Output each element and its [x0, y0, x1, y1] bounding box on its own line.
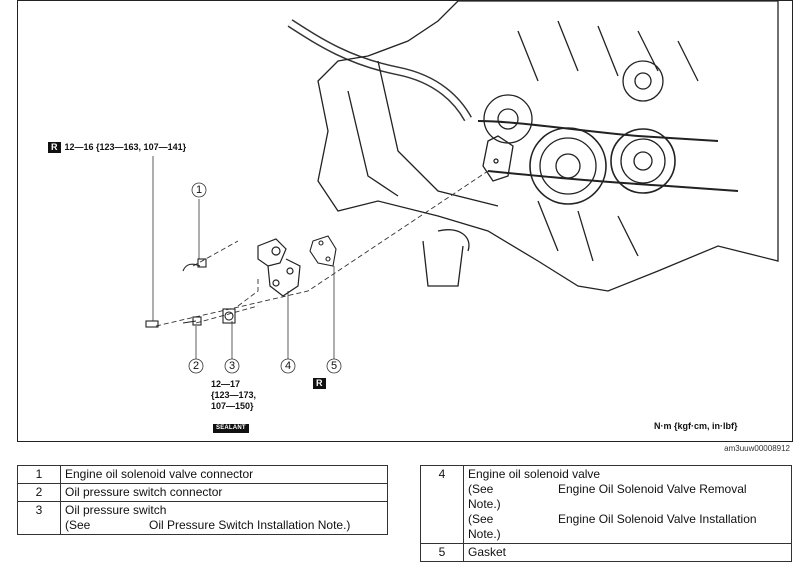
see-end: Note.) — [468, 497, 501, 511]
see-end: Note.) — [468, 527, 501, 541]
switch-torque-label: 12—17 {123—173, 107—150} — [211, 379, 256, 412]
table-row: 5 Gasket — [420, 543, 792, 562]
engine-illustration — [145, 1, 779, 374]
see-link[interactable]: Engine Oil Solenoid Valve Removal — [558, 482, 747, 496]
part-number: 3 — [17, 501, 61, 535]
part-name: Engine oil solenoid valve — [468, 467, 601, 481]
gasket-replace-badge: R — [313, 378, 326, 389]
callout-5: 5 — [330, 360, 338, 372]
part-number: 2 — [17, 483, 61, 502]
part-cell: Engine oil solenoid valve (See Engine Oi… — [463, 465, 792, 544]
part-name: Gasket — [463, 543, 792, 562]
see-prefix: (See — [468, 512, 494, 526]
part-number: 5 — [420, 543, 464, 562]
part-name: Engine oil solenoid valve connector — [60, 465, 388, 484]
table-row: 1 Engine oil solenoid valve connector — [17, 465, 388, 484]
table-row: 2 Oil pressure switch connector — [17, 483, 388, 502]
switch-torque-line-3: 107—150} — [211, 401, 254, 411]
see-reference: (See Engine Oil Solenoid Valve Installat… — [468, 512, 787, 527]
see-prefix: (See — [65, 518, 91, 532]
part-cell: Oil pressure switch (See Oil Pressure Sw… — [60, 501, 388, 535]
parts-table-left: 1 Engine oil solenoid valve connector 2 … — [17, 465, 388, 535]
bolt-torque-value: 12—16 {123—163, 107—141} — [64, 142, 187, 152]
see-prefix: (See — [468, 482, 494, 496]
see-reference: (See Oil Pressure Switch Installation No… — [65, 518, 383, 533]
callout-3: 3 — [228, 360, 236, 372]
table-row: 4 Engine oil solenoid valve (See Engine … — [420, 465, 792, 544]
table-row: 3 Oil pressure switch (See Oil Pressure … — [17, 501, 388, 535]
callout-1: 1 — [195, 184, 203, 196]
see-link[interactable]: Engine Oil Solenoid Valve Installation — [558, 512, 757, 526]
part-number: 4 — [420, 465, 464, 544]
see-link[interactable]: Oil Pressure Switch Installation Note.) — [149, 518, 351, 532]
part-name: Oil pressure switch connector — [60, 483, 388, 502]
gasket-replace-badge-wrap: R — [313, 378, 330, 389]
see-reference: (See Engine Oil Solenoid Valve Removal — [468, 482, 787, 497]
part-number: 1 — [17, 465, 61, 484]
sealant-badge: SEALANT — [213, 424, 249, 433]
callout-2: 2 — [192, 360, 200, 372]
switch-torque-line-2: {123—173, — [211, 390, 257, 400]
parts-table-right: 4 Engine oil solenoid valve (See Engine … — [420, 465, 792, 562]
units-label: N·m {kgf·cm, in·lbf} — [654, 421, 738, 431]
figure-id: am3uuw00008912 — [724, 444, 790, 453]
switch-torque-line-1: 12—17 — [211, 379, 241, 389]
part-name: Oil pressure switch — [65, 503, 167, 517]
callout-4: 4 — [284, 360, 292, 372]
replace-badge: R — [48, 142, 61, 153]
